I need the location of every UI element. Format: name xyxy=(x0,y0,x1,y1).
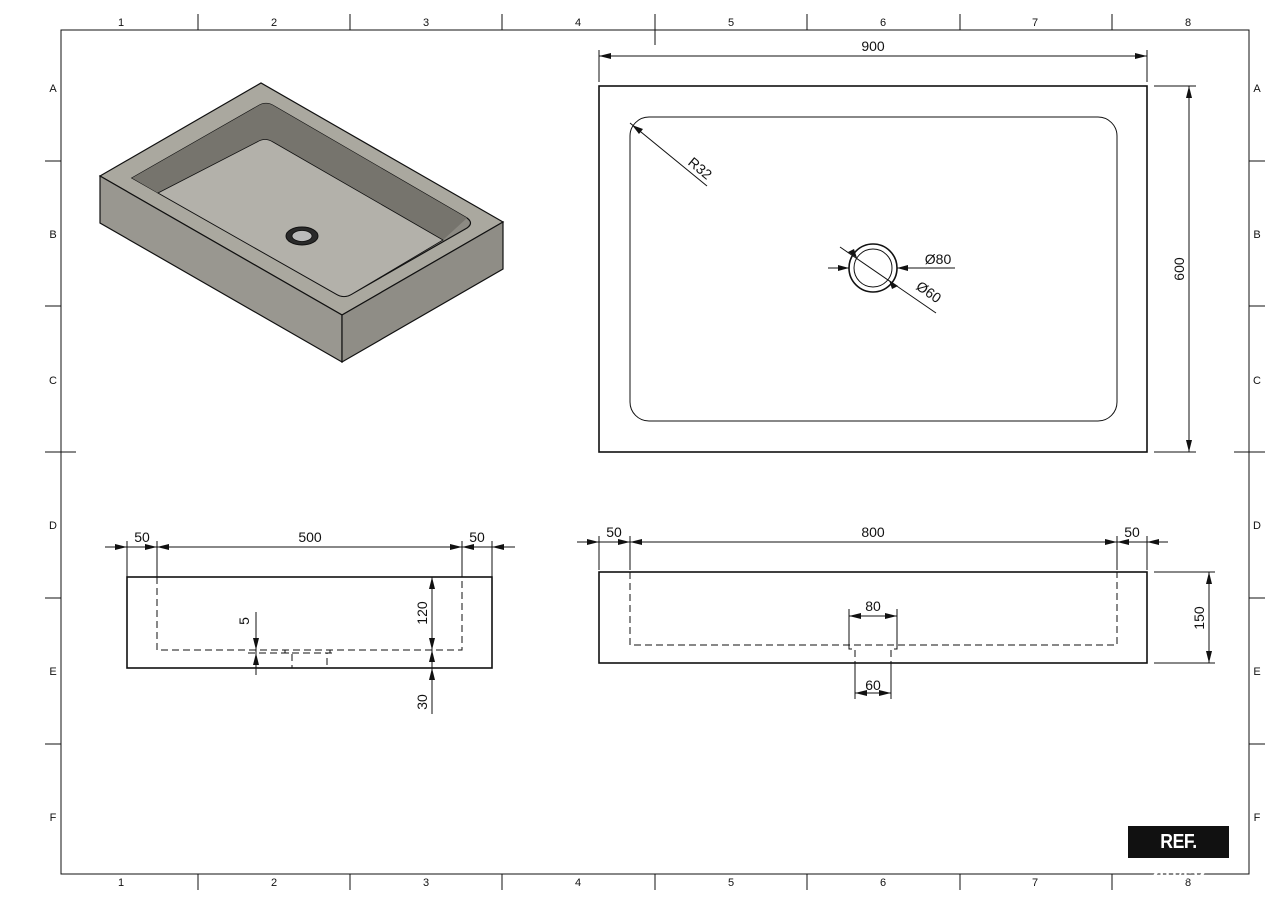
column-ticks-bottom xyxy=(197,874,1113,890)
col-label: 6 xyxy=(880,877,886,889)
dim-front-drain-inner: 60 xyxy=(865,677,881,693)
basin-cavity-wall xyxy=(132,103,467,240)
basin-cavity-floor xyxy=(157,139,444,297)
dim-front-drain-outer: 80 xyxy=(865,598,881,614)
dim-top-height: 600 xyxy=(1171,257,1187,281)
dim-drain-inner: Ø60 xyxy=(913,278,944,306)
row-label: F xyxy=(50,812,57,824)
col-label: 6 xyxy=(880,17,886,29)
basin-side-face xyxy=(341,220,504,364)
dim-side-left-wall: 50 xyxy=(134,529,150,545)
front-view-outline xyxy=(598,571,1148,664)
column-labels-bottom: 1 2 3 4 5 6 7 8 xyxy=(118,877,1191,889)
row-labels-left: A B C D E F xyxy=(49,83,57,824)
row-ticks xyxy=(45,160,1265,745)
col-label: 1 xyxy=(118,877,124,889)
dim-front-right-wall: 50 xyxy=(1124,524,1140,540)
col-label: 8 xyxy=(1185,877,1191,889)
side-view-cavity xyxy=(156,577,463,651)
row-label: D xyxy=(1253,520,1261,532)
row-label: E xyxy=(1253,666,1260,678)
reference-badge xyxy=(1128,826,1229,858)
side-view-outline xyxy=(126,576,493,669)
col-label: 7 xyxy=(1032,17,1038,29)
drain-outer-circle xyxy=(848,243,898,293)
row-label: C xyxy=(1253,375,1261,387)
col-label: 2 xyxy=(271,877,277,889)
dim-side-inner-width: 500 xyxy=(298,529,322,545)
row-label: C xyxy=(49,375,57,387)
col-label: 4 xyxy=(575,877,581,889)
column-labels-top: 1 2 3 4 5 6 7 8 xyxy=(118,17,1191,29)
row-labels-right: A B C D E F xyxy=(1253,83,1261,824)
dim-front-left-wall: 50 xyxy=(606,524,622,540)
col-label: 1 xyxy=(118,17,124,29)
row-label: B xyxy=(49,229,56,241)
col-label: 5 xyxy=(728,877,734,889)
col-label: 3 xyxy=(423,877,429,889)
front-view-cavity xyxy=(629,572,1118,646)
dim-side-drain-step: 5 xyxy=(236,617,252,625)
column-ticks-top xyxy=(197,14,1113,45)
dim-side-right-wall: 50 xyxy=(469,529,485,545)
dim-front-total-height: 150 xyxy=(1191,606,1207,630)
col-label: 2 xyxy=(271,17,277,29)
top-view-outline xyxy=(598,85,1148,453)
side-view: 50 500 50 5 120 30 xyxy=(105,529,515,714)
drain-grate-icon xyxy=(291,230,313,242)
row-label: B xyxy=(1253,229,1260,241)
dim-front-inner-length: 800 xyxy=(861,524,885,540)
col-label: 5 xyxy=(728,17,734,29)
row-label: F xyxy=(1254,812,1261,824)
top-view-cavity xyxy=(629,116,1118,422)
col-label: 8 xyxy=(1185,17,1191,29)
dim-corner-radius: R32 xyxy=(685,154,715,183)
col-label: 3 xyxy=(423,17,429,29)
dim-drain-outer: Ø80 xyxy=(925,251,952,267)
top-view: 900 600 R32 Ø80 Ø60 xyxy=(598,38,1196,453)
row-label: A xyxy=(49,83,57,95)
col-label: 7 xyxy=(1032,877,1038,889)
front-view: 50 800 50 80 60 150 xyxy=(577,524,1215,699)
row-label: A xyxy=(1253,83,1261,95)
reference-number: REF. 201452 xyxy=(1150,831,1207,885)
col-label: 4 xyxy=(575,17,581,29)
dim-side-inner-depth: 120 xyxy=(414,601,430,625)
dim-side-bottom-thickness: 30 xyxy=(414,694,430,710)
row-label: E xyxy=(49,666,56,678)
isometric-basin-view xyxy=(98,82,505,364)
dim-top-width: 900 xyxy=(861,38,885,54)
row-label: D xyxy=(49,520,57,532)
drain-inner-circle xyxy=(853,248,893,288)
